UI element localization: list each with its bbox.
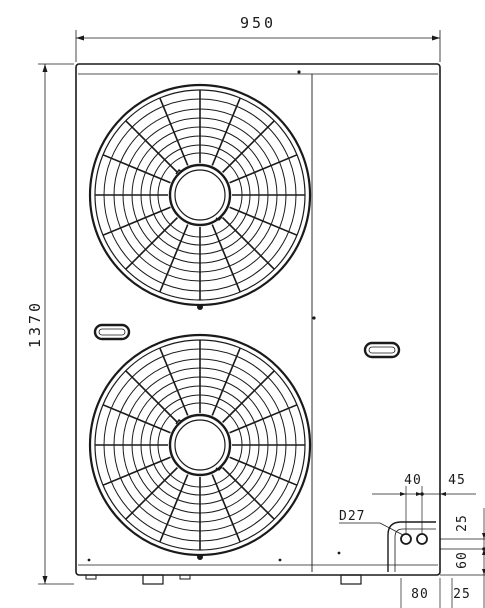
pipe-port-left <box>400 533 412 545</box>
pipe-height-b-label: 60 <box>455 551 470 569</box>
pipe-offset-b-label: 45 <box>448 473 466 488</box>
pipe-offset-a-label: 40 <box>404 473 422 488</box>
pipe-width-a-label: 80 <box>411 587 429 602</box>
width-label: 950 <box>240 14 276 32</box>
width-dimension: 950 <box>75 14 441 62</box>
pipe-diameter-callout: D27 <box>339 509 404 536</box>
pipe-vertical-dimensions: 25 60 <box>440 508 485 608</box>
pipe-height-a-label: 25 <box>455 514 470 532</box>
pipe-horizontal-dimensions: 40 45 <box>372 473 476 534</box>
pipe-diameter-label: D27 <box>339 509 365 524</box>
handle-left <box>93 323 131 341</box>
pipe-port-right <box>416 533 428 545</box>
height-label: 1370 <box>26 300 44 348</box>
height-dimension: 1370 <box>26 63 74 585</box>
base-feet <box>85 574 362 585</box>
handle-right <box>363 341 401 359</box>
unit-cabinet <box>75 63 441 576</box>
fan-guard-top <box>88 83 312 310</box>
fan-guard-bottom <box>88 333 312 560</box>
pipe-width-b-label: 25 <box>453 587 471 602</box>
pipe-bottom-dimensions: 80 25 <box>400 578 471 608</box>
pipe-connection-box <box>387 521 436 572</box>
